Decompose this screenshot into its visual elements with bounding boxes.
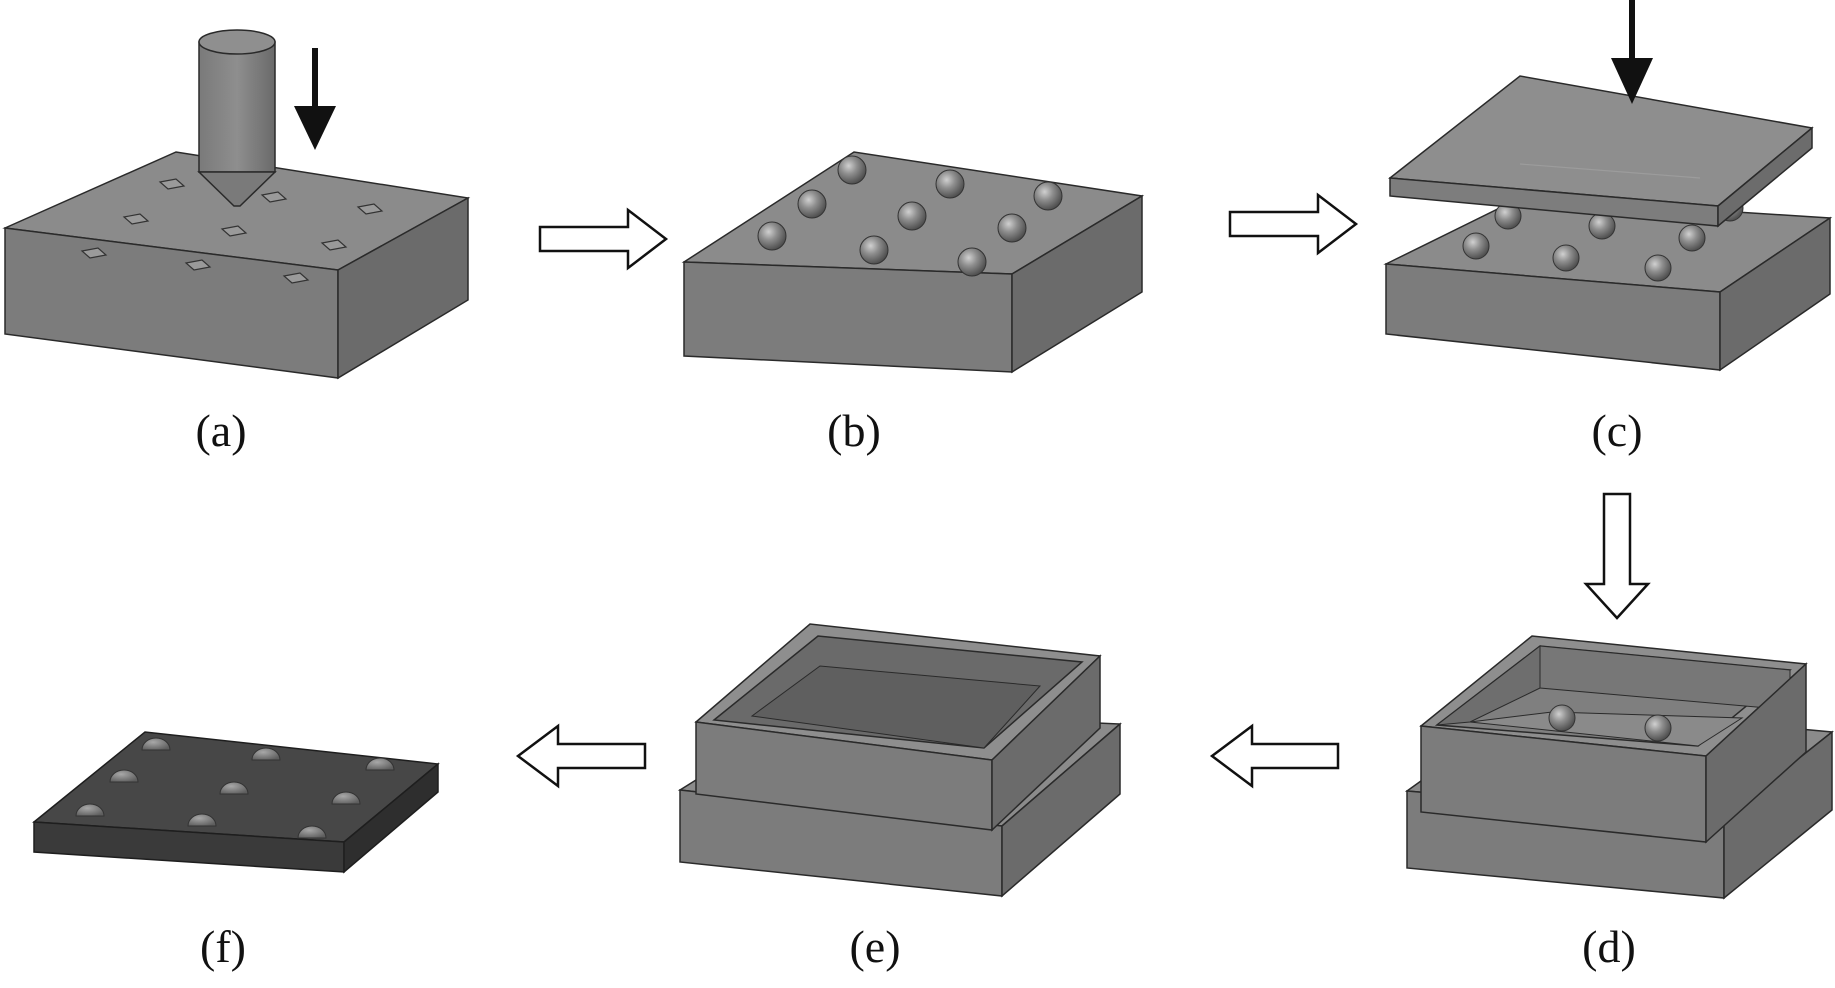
sphere bbox=[838, 156, 866, 184]
panel-f bbox=[34, 732, 438, 872]
panel-b bbox=[684, 152, 1142, 372]
panel-c bbox=[1386, 0, 1830, 370]
sphere bbox=[1034, 182, 1062, 210]
arrow-e-to-f bbox=[518, 726, 645, 786]
arrow-a-to-b bbox=[540, 210, 666, 268]
panel-b-substrate-front bbox=[684, 262, 1012, 372]
sphere bbox=[998, 214, 1026, 242]
sphere bbox=[758, 222, 786, 250]
sphere bbox=[1463, 233, 1489, 259]
sphere bbox=[1645, 715, 1671, 741]
sphere bbox=[798, 190, 826, 218]
panel-e-label: (e) bbox=[815, 924, 935, 970]
sphere bbox=[958, 248, 986, 276]
drill-tool bbox=[199, 30, 275, 206]
panel-c-press-arrow bbox=[1611, 0, 1653, 104]
panel-a-label: (a) bbox=[161, 408, 281, 454]
panel-a-press-arrow bbox=[294, 48, 336, 150]
panel-f-label: (f) bbox=[163, 924, 283, 970]
arrow-d-to-e bbox=[1212, 726, 1338, 786]
sphere bbox=[1679, 225, 1705, 251]
sphere bbox=[860, 236, 888, 264]
tool-shaft bbox=[199, 42, 275, 172]
sphere bbox=[1549, 705, 1575, 731]
panel-e bbox=[680, 624, 1120, 896]
panel-c-label: (c) bbox=[1557, 408, 1677, 454]
panel-d-label: (d) bbox=[1549, 924, 1669, 970]
sphere bbox=[936, 170, 964, 198]
arrow-c-to-d bbox=[1586, 494, 1648, 618]
sphere bbox=[1645, 255, 1671, 281]
panel-d bbox=[1407, 636, 1832, 898]
panel-b-label: (b) bbox=[794, 408, 914, 454]
sphere bbox=[898, 202, 926, 230]
panel-a bbox=[5, 30, 468, 378]
sphere bbox=[1553, 245, 1579, 271]
arrow-b-to-c bbox=[1230, 195, 1356, 253]
tool-top bbox=[199, 30, 275, 54]
